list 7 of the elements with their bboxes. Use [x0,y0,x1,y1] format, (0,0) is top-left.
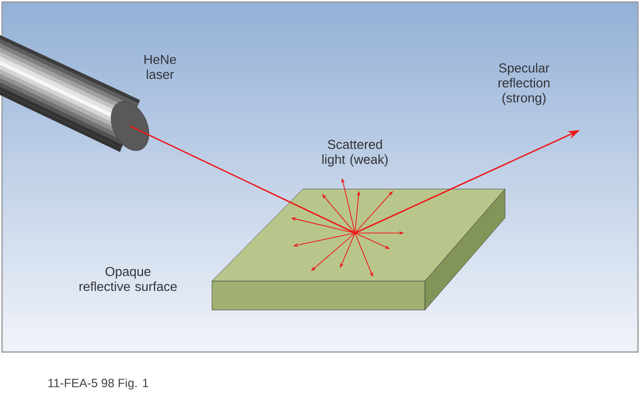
figure-caption: 11-FEA-5 98 Fig. 1 [48,378,148,390]
callout-label: Specular reflection (strong) [498,63,550,105]
part-label: HeNe laser [144,55,176,79]
callout-label: Scattered light (weak) [322,140,388,167]
part-label: Opaque reflective surface [80,266,177,292]
reflective-surface-drawing [212,188,506,310]
laser-beam [130,125,356,234]
